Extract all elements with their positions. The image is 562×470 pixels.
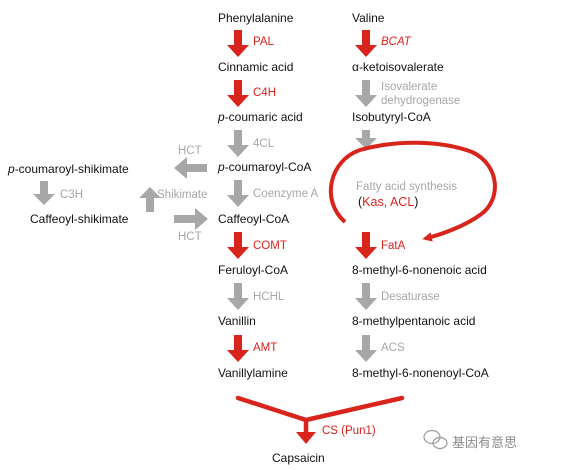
enzyme-desaturase: Desaturase (381, 291, 440, 303)
arrow-hct-right (174, 208, 208, 230)
arrow-4cl (227, 130, 249, 157)
compound-capsaicin: Capsaicin (272, 451, 325, 465)
enzyme-acs: ACS (381, 342, 405, 354)
compound-caffeoyl-coa: Caffeoyl-CoA (218, 212, 290, 226)
enzyme-isovalerate-dh-line2: dehydrogenase (381, 95, 461, 107)
enzyme-hchl: HCHL (253, 291, 285, 303)
compound-methyl-nonenoic-acid: 8-methyl-6-nonenoic acid (352, 263, 487, 277)
enzyme-shikimate: Shikimate (157, 189, 208, 201)
enzyme-bcat: BCAT (381, 36, 411, 48)
label-fatty-acid-synthesis: Fatty acid synthesis (356, 181, 457, 193)
enzyme-c3h: C3H (60, 189, 84, 201)
arrow-bcat (355, 30, 377, 57)
arrow-c4h (227, 80, 249, 107)
fatty-acid-loop (328, 140, 497, 242)
enzyme-isovalerate-dh-line1: Isovalerate (381, 81, 438, 93)
converge-right (303, 395, 405, 423)
compound-methylpentanoic-acid: 8-methylpentanoic acid (352, 314, 476, 328)
arrow-c3h (33, 181, 55, 205)
arrow-cs-head (296, 432, 316, 444)
arrow-desaturase (355, 283, 377, 310)
arrow-hchl (227, 283, 249, 310)
compound-alpha-ketoisovalerate: α-ketoisovalerate (352, 60, 444, 74)
compound-p-coumaroyl-shikimate: p-coumaroyl-shikimate (8, 162, 129, 176)
compound-phenylalanine: Phenylalanine (218, 11, 294, 25)
arrow-fata (355, 232, 377, 259)
enzyme-cs-pun1: CS (Pun1) (322, 425, 376, 437)
compound-vanillylamine: Vanillylamine (218, 366, 288, 380)
arrow-pal (227, 30, 249, 57)
arrow-hct-left (174, 157, 207, 179)
enzyme-pal: PAL (253, 36, 274, 48)
enzyme-comt: COMT (253, 240, 287, 252)
compound-methyl-nonenoyl-coa: 8-methyl-6-nonenoyl-CoA (352, 366, 489, 380)
compound-vanillin: Vanillin (218, 314, 256, 328)
arrow-isobutyryl-down (355, 130, 377, 149)
enzyme-4cl: 4CL (253, 138, 275, 150)
arrow-comt (227, 232, 249, 259)
arrow-coenzyme-a (227, 180, 249, 207)
wechat-watermark-icon (423, 429, 448, 450)
arrow-shikimate (139, 187, 161, 212)
compound-valine: Valine (352, 11, 385, 25)
enzyme-fata: FatA (381, 240, 406, 252)
arrow-isovalerate-dh (355, 80, 377, 107)
enzyme-hct-bottom: HCT (178, 231, 202, 243)
enzyme-hct-top: HCT (178, 145, 202, 157)
enzyme-kas-acl: (Kas, ACL) (358, 195, 419, 209)
arrow-acs (355, 335, 377, 362)
watermark-text: 基因有意思 (452, 435, 518, 450)
compound-cinnamic-acid: Cinnamic acid (218, 60, 294, 74)
compound-feruloyl-coa: Feruloyl-CoA (218, 263, 289, 277)
compound-p-coumaroyl-coa: p-coumaroyl-CoA (218, 160, 312, 174)
arrow-amt (227, 335, 249, 362)
compound-isobutyryl-coa: Isobutyryl-CoA (352, 110, 431, 124)
enzyme-amt: AMT (253, 342, 278, 354)
enzyme-coenzyme-a: Coenzyme A (253, 188, 319, 200)
compound-caffeoyl-shikimate: Caffeoyl-shikimate (30, 212, 129, 226)
compound-p-coumaric-acid: p-coumaric acid (218, 110, 303, 124)
converge-left (235, 395, 309, 423)
enzyme-c4h: C4H (253, 87, 277, 99)
